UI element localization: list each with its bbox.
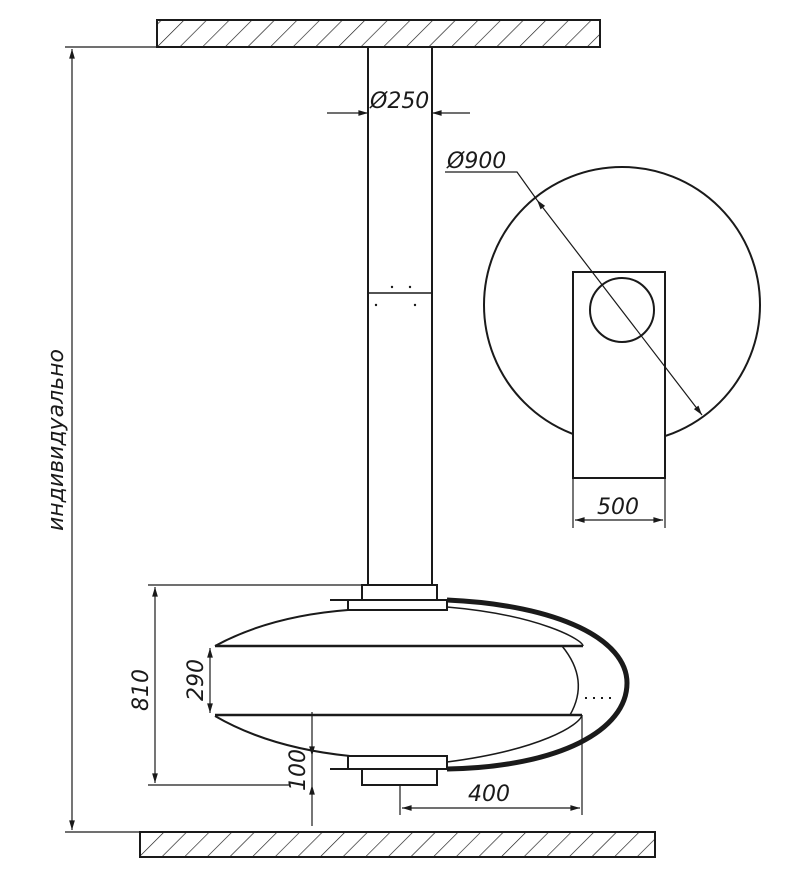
depth-label: 400 bbox=[468, 782, 510, 807]
hood-diameter-label: Ø900 bbox=[446, 149, 506, 174]
height-label: индивидуально bbox=[44, 349, 69, 531]
overall-height-dimension: индивидуально bbox=[44, 46, 157, 833]
bottom-offset-label: 100 bbox=[286, 749, 311, 791]
fireplace-body bbox=[214, 584, 630, 786]
chimney-pipe bbox=[367, 46, 433, 586]
floor-slab bbox=[139, 831, 656, 858]
pipe-diameter-label: Ø250 bbox=[369, 89, 429, 114]
depth-dimension: 400 bbox=[399, 715, 583, 815]
width-label: 500 bbox=[597, 495, 639, 520]
firebox-height-dimension: 290 bbox=[184, 647, 213, 714]
ceiling-slab bbox=[156, 19, 601, 48]
pipe-diameter-dimension: Ø250 bbox=[327, 89, 470, 116]
firebox-height-label: 290 bbox=[184, 659, 209, 701]
bottom-offset-dimension: 100 bbox=[286, 712, 315, 826]
total-height-label: 810 bbox=[129, 669, 154, 711]
top-view: Ø900 500 bbox=[445, 149, 761, 528]
total-height-dimension: 810 bbox=[129, 584, 362, 786]
